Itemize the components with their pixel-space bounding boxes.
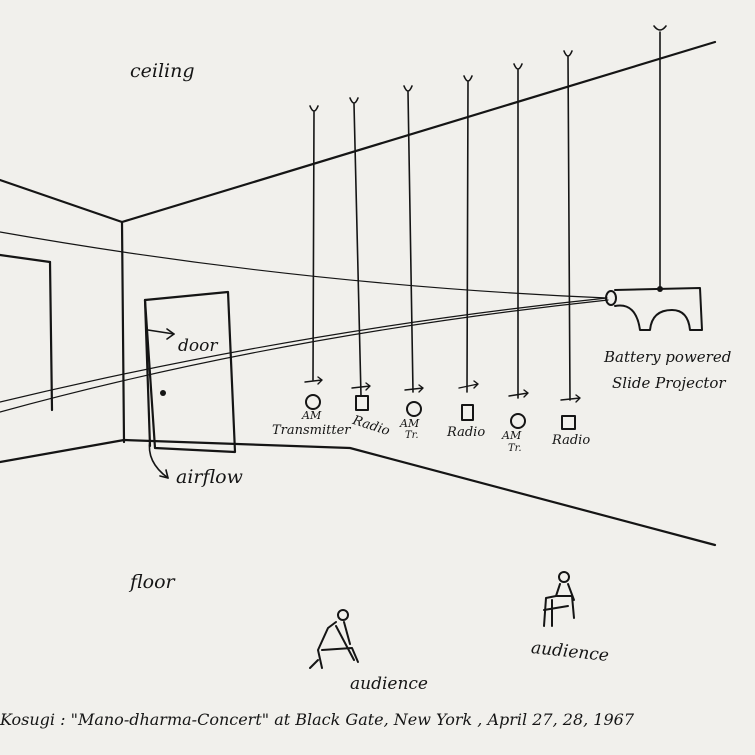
audience-figure-right bbox=[543, 571, 575, 627]
back-wall-top bbox=[0, 253, 52, 264]
floor-line-right bbox=[122, 438, 717, 547]
back-wall-side bbox=[48, 260, 54, 412]
am-transmitter-label-line1: AM bbox=[302, 409, 322, 422]
am-tr-label-1-line2: Tr. bbox=[405, 430, 419, 441]
projector-beams bbox=[0, 231, 609, 413]
am-transmitter-device bbox=[305, 394, 321, 410]
door-drawing bbox=[143, 290, 237, 454]
am-tr-device-2 bbox=[510, 413, 526, 429]
am-tr-label-2-line2: Tr. bbox=[508, 443, 522, 454]
wire-hangers bbox=[309, 50, 573, 112]
battery-label-line2: Slide Projector bbox=[612, 374, 726, 392]
radio-device-3 bbox=[561, 415, 576, 430]
am-tr-label-2-line1: AM bbox=[502, 429, 522, 442]
battery-label-line1: Battery powered bbox=[604, 348, 732, 366]
am-transmitter-label-line2: Transmitter bbox=[272, 423, 351, 438]
left-wall-corner bbox=[120, 220, 126, 444]
door-label: door bbox=[178, 336, 218, 356]
rotation-arrows bbox=[304, 376, 581, 403]
door-knob bbox=[160, 390, 166, 396]
radio-label-2: Radio bbox=[447, 425, 486, 440]
am-tr-label-1-line1: AM bbox=[400, 417, 420, 430]
ceiling-line-left bbox=[0, 178, 124, 224]
hanging-wires bbox=[312, 56, 571, 401]
ceiling-label: ceiling bbox=[130, 60, 195, 82]
door-arrow bbox=[147, 328, 175, 340]
airflow-arrow bbox=[148, 439, 169, 479]
audience-label-left: audience bbox=[350, 674, 428, 694]
projector-hanger bbox=[653, 25, 667, 31]
radio-device-2 bbox=[461, 404, 474, 421]
ceiling-line-upper bbox=[120, 40, 717, 224]
am-tr-device-1 bbox=[406, 401, 422, 417]
radio-label-3: Radio bbox=[552, 433, 591, 448]
radio-device-1 bbox=[355, 395, 369, 411]
floor-line-left bbox=[0, 438, 126, 464]
slide-projector bbox=[605, 287, 703, 331]
caption: Kosugi : "Mano-dharma-Concert" at Black … bbox=[0, 710, 635, 729]
airflow-label: airflow bbox=[176, 466, 243, 488]
audience-figure-left bbox=[309, 609, 359, 669]
floor-label: floor bbox=[130, 571, 175, 593]
